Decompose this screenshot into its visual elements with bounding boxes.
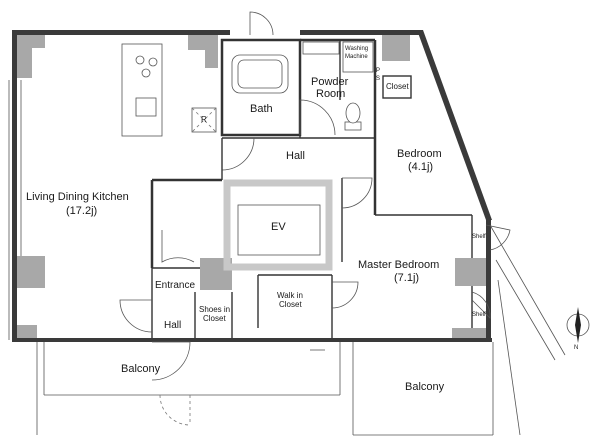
compass-needle-icon	[575, 307, 581, 343]
label-master-size: (7.1j)	[394, 272, 420, 284]
stove-burner	[148, 57, 158, 67]
bath-walls	[220, 38, 302, 137]
label-entrance: Entrance	[155, 280, 196, 291]
label-powder-2: Room	[316, 88, 346, 100]
ev-car	[237, 204, 321, 256]
kitchen-sink	[135, 97, 157, 117]
label-balcony-right: Balcony	[405, 381, 445, 393]
label-shoes-2: Closet	[203, 314, 226, 323]
vanity	[302, 41, 340, 55]
washing-machine-box	[342, 41, 374, 73]
wall-top-left	[12, 30, 230, 35]
label-shelf-lower: Shelf	[472, 312, 486, 318]
label-ps-2: S	[376, 76, 381, 82]
label-ps-1: P	[376, 68, 381, 74]
wall-diagonal	[417, 30, 492, 220]
pillar-bottom-right	[452, 328, 486, 338]
refrigerator-box	[191, 107, 217, 133]
stove-burner	[141, 68, 151, 78]
wall-bottom	[12, 338, 492, 342]
label-wic-1: Walk in	[277, 291, 303, 300]
label-closet-small: Closet	[386, 82, 409, 91]
label-ldk-name: Living Dining Kitchen	[26, 191, 129, 203]
pillar-bottom-left	[17, 325, 37, 338]
pillar-left-mid	[17, 256, 45, 288]
label-bedroom-size: (4.1j)	[408, 161, 434, 173]
label-master-name: Master Bedroom	[358, 259, 440, 271]
label-ev: EV	[271, 221, 286, 233]
small-closet-walls	[382, 75, 412, 99]
pillar-right-mid	[455, 258, 486, 286]
label-compass-north: N	[574, 345, 579, 351]
label-wic-2: Closet	[279, 300, 302, 309]
toilet-bowl	[345, 102, 361, 124]
label-washing-2: Machine	[345, 54, 368, 60]
label-washing-1: Washing	[345, 46, 369, 52]
label-shelf-upper: Shelf	[472, 234, 486, 240]
label-powder-1: Powder	[311, 76, 349, 88]
ev-shaft-frame	[223, 179, 333, 271]
pillar-top-mid	[188, 35, 218, 68]
label-ldk-size: (17.2j)	[66, 205, 98, 217]
label-hall-upper: Hall	[286, 150, 305, 162]
pillar-top-right	[382, 35, 410, 61]
pillar-top-left	[17, 35, 45, 78]
label-balcony-left: Balcony	[121, 363, 161, 375]
wall-top-right	[300, 30, 422, 35]
label-refrigerator: R	[201, 115, 207, 124]
wall-right-lower	[486, 220, 491, 342]
label-hall-lower: Hall	[164, 320, 182, 331]
stove-burner	[135, 55, 145, 65]
bathtub-inner	[237, 59, 283, 89]
wall-left	[12, 30, 17, 342]
label-bedroom-name: Bedroom	[397, 148, 442, 160]
label-bath: Bath	[250, 103, 273, 115]
label-shoes-1: Shoes in	[199, 305, 231, 314]
